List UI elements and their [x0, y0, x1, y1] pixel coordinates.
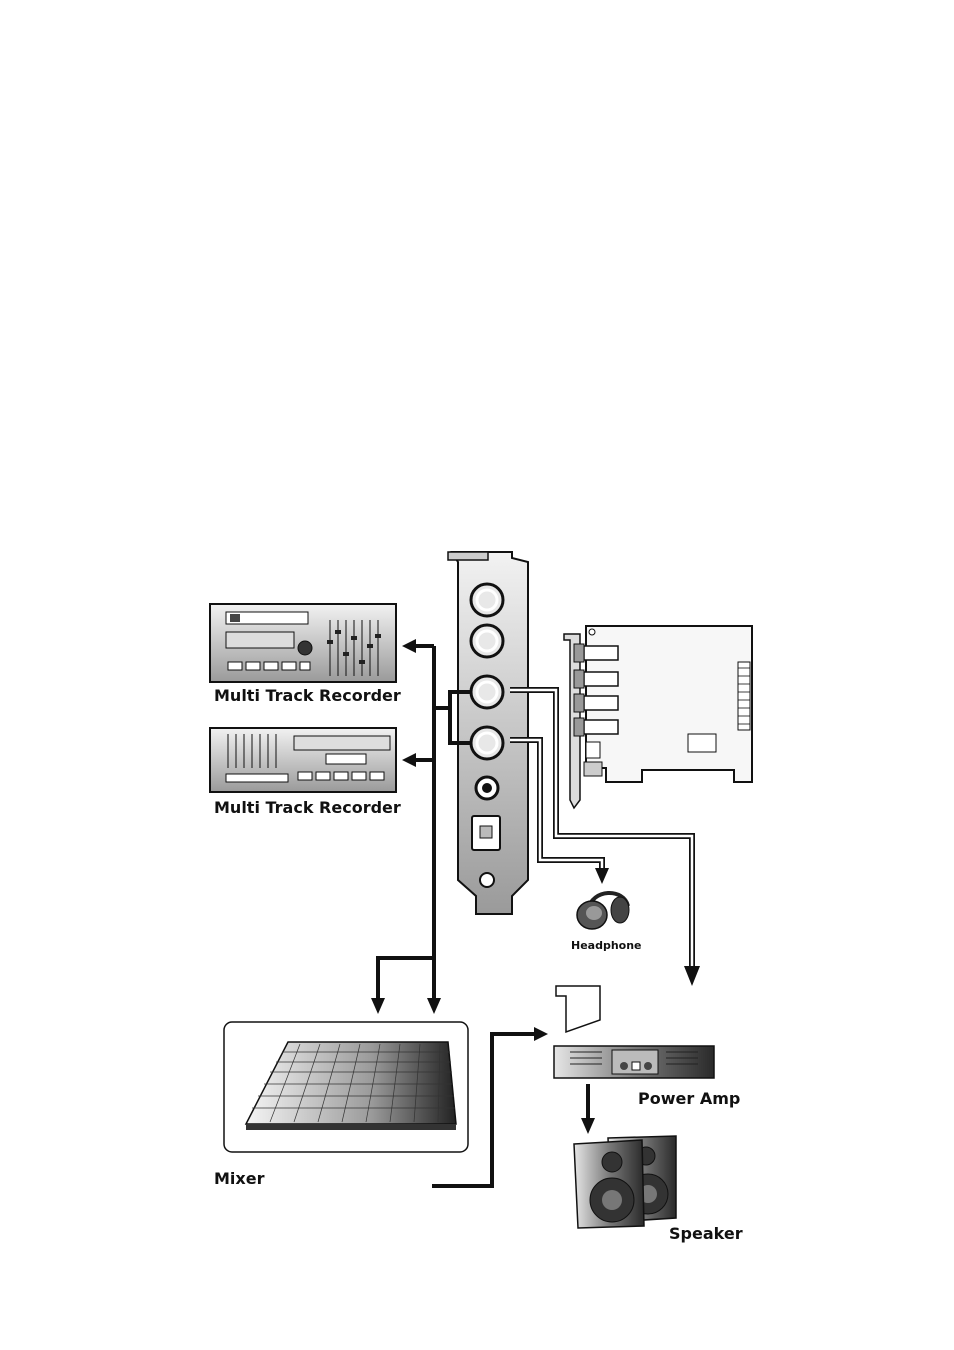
cable-black-recorders [376, 644, 590, 1188]
recorder-top-icon [209, 603, 397, 683]
label-recorder-bottom: Multi Track Recorder [214, 798, 401, 817]
speaker-cabinet-icon [573, 1135, 677, 1229]
sound-card-bracket-icon [447, 551, 529, 915]
cable-double-headphone [510, 737, 609, 884]
label-recorder-top: Multi Track Recorder [214, 686, 401, 705]
pci-sound-card-icon [563, 625, 753, 810]
label-headphone: Headphone [571, 939, 642, 952]
cable-double-amp [510, 687, 700, 986]
mixing-console-icon [223, 1021, 469, 1153]
label-power-amp: Power Amp [638, 1089, 741, 1108]
power-amplifier-icon [553, 985, 715, 1079]
label-speaker: Speaker [669, 1224, 743, 1243]
recorder-bottom-icon [209, 727, 397, 793]
headphone-icon [576, 891, 630, 930]
label-mixer: Mixer [214, 1169, 265, 1188]
arrowheads-black [371, 639, 595, 1134]
